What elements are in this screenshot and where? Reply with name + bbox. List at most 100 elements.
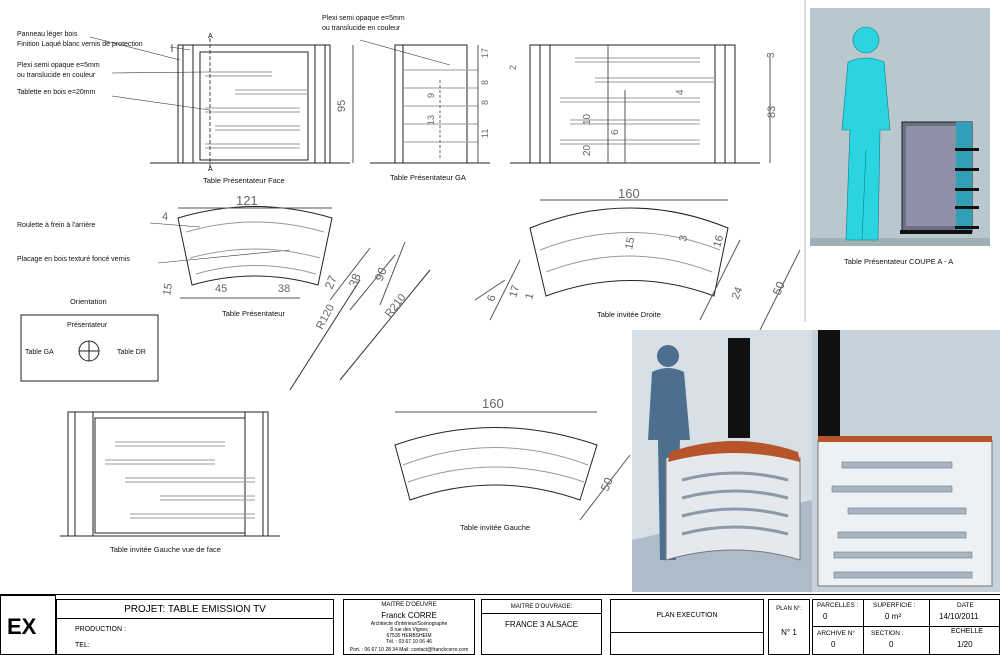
- dim-121: 121: [236, 193, 258, 208]
- section-mark-top: A: [208, 33, 213, 40]
- plan-no-cell: PLAN N°: N° 1: [768, 599, 810, 655]
- callout-leaders: [89, 36, 451, 264]
- dim-90: 90: [372, 265, 390, 283]
- superficie-label: SUPERFICIE :: [873, 602, 916, 609]
- maitre-oeuvre-tel: Tél. : 03 67 10 06 46: [386, 639, 432, 645]
- invitee-gauche-face-view: [60, 411, 280, 537]
- maitre-oeuvre-role: Architecte d'intérieur/Scénographe: [370, 621, 448, 627]
- dim-droite-6: 6: [485, 294, 498, 303]
- presentateur-face-view: [150, 38, 354, 170]
- orientation-presentateur: Présentateur: [67, 322, 108, 329]
- archive-value: 0: [831, 640, 836, 649]
- orientation-left: Table GA: [25, 349, 54, 356]
- maitre-oeuvre-addr1: 8 rue des Vignes: [390, 627, 428, 633]
- orientation-right: Table DR: [117, 349, 146, 356]
- view-label-coupe: Table Présentateur COUPE A - A: [844, 257, 953, 266]
- dim-ga-11: 11: [480, 129, 490, 138]
- dim-plan-15: 15: [161, 282, 175, 296]
- dim-83: 83: [766, 106, 778, 118]
- render-front: [812, 330, 1000, 592]
- orientation-title: Orientation: [70, 297, 107, 306]
- info-grid: PARCELLES : 0 SUPERFICIE : 0 m² DATE 14/…: [812, 599, 1000, 655]
- dim-38-b: 38: [346, 271, 364, 289]
- archive-label: ARCHIVE N°: [817, 630, 855, 637]
- invitee-gauche-plan-view: [394, 411, 631, 521]
- note-plexi-2: Plexi semi opaque e=5mm: [322, 15, 405, 22]
- note-roulette: Roulette à frein à l'arrière: [17, 222, 95, 229]
- section-label: SECTION :: [871, 630, 904, 637]
- dim-160-a: 160: [618, 186, 640, 201]
- dim-38-a: 38: [278, 283, 290, 295]
- parcelles-label: PARCELLES :: [817, 602, 859, 609]
- dim-r210: R210: [383, 292, 409, 320]
- dim-droite-16: 16: [711, 234, 726, 249]
- dim-droite-15: 15: [623, 236, 637, 250]
- dim-back-10: 10: [582, 113, 593, 125]
- dim-plan-4: 4: [162, 211, 168, 223]
- maitre-oeuvre-port: Port. : 06 67 10 28 34 Mail: contact@fra…: [349, 647, 469, 653]
- maitre-oeuvre-title: MAITRE D'OEUVRE: [381, 602, 437, 608]
- coupe-render: [804, 0, 990, 322]
- presentateur-back-view: [510, 44, 771, 164]
- presentateur-plan-view: [177, 206, 431, 391]
- note-panneau: Panneau léger bois: [17, 31, 78, 38]
- echelle-value: 1/20: [957, 640, 973, 649]
- dim-ga-9: 9: [426, 93, 436, 98]
- date-value: 14/10/2011: [939, 612, 979, 621]
- maitre-ouvrage-name: FRANCE 3 ALSACE: [505, 620, 578, 629]
- ex-cell: EX: [0, 595, 56, 655]
- plan-type: PLAN EXECUTION: [656, 612, 718, 619]
- maitre-oeuvre-name: Franck CORRE: [381, 611, 437, 620]
- dim-r120: R120: [314, 303, 337, 332]
- dim-ga-13: 13: [426, 115, 436, 125]
- dim-back-4: 4: [675, 89, 686, 95]
- dim-droite-3: 3: [677, 234, 690, 242]
- date-label: DATE: [957, 602, 974, 609]
- section-mark-bottom: A: [208, 166, 213, 173]
- production-label: PRODUCTION :: [75, 626, 126, 633]
- tel-label: TEL:: [75, 642, 90, 649]
- note-plexi-1: Plexi semi opaque e=5mm: [17, 62, 100, 69]
- view-label-face: Table Présentateur Face: [203, 176, 285, 185]
- dim-ga-8b: 8: [480, 100, 490, 105]
- dim-50-a: 50: [770, 279, 788, 297]
- plan-type-cell: PLAN EXECUTION: [610, 599, 764, 655]
- invitee-droite-plan-view: [474, 199, 801, 331]
- dim-droite-24: 24: [730, 285, 746, 301]
- dim-ga-2: 2: [508, 65, 518, 70]
- superficie-value: 0 m²: [885, 612, 901, 621]
- note-placage: Placage en bois texturé foncé vernis: [17, 256, 130, 263]
- projet-cell: PROJET: TABLE EMISSION TV PRODUCTION : T…: [56, 599, 334, 655]
- view-label-invitee-gauche-face: Table invitée Gauche vue de face: [110, 545, 221, 554]
- view-label-plan-presentateur: Table Présentateur: [222, 309, 285, 318]
- view-label-invitee-gauche: Table invitée Gauche: [460, 523, 530, 532]
- ex-label: EX: [7, 614, 37, 639]
- parcelles-value: 0: [823, 612, 828, 621]
- section-value: 0: [889, 640, 894, 649]
- human-silhouette: [841, 26, 891, 241]
- note-plexi-2b: ou translucide en couleur: [322, 25, 401, 32]
- dim-droite-1: 1: [523, 292, 536, 301]
- title-block: EX PROJET: TABLE EMISSION TV PRODUCTION …: [0, 594, 1000, 655]
- dim-45: 45: [215, 283, 227, 295]
- maitre-ouvrage-title: MAITRE D'OUVRAGE:: [510, 604, 573, 610]
- echelle-label: ECHELLE: [951, 628, 983, 635]
- dim-ga-17: 17: [480, 48, 490, 58]
- note-finition: Finition Laqué blanc vernis de protectio…: [17, 41, 143, 48]
- dim-160-b: 160: [482, 396, 504, 411]
- dim-back-6: 6: [610, 129, 621, 135]
- maitre-oeuvre-addr2: 67530 HERBSHEIM: [386, 633, 432, 639]
- view-label-ga: Table Présentateur GA: [390, 173, 466, 182]
- note-tablette: Tablette en bois e=20mm: [17, 89, 96, 96]
- plan-no: N° 1: [781, 628, 797, 637]
- note-plexi-1b: ou translucide en couleur: [17, 72, 96, 79]
- render-perspective: [632, 330, 812, 592]
- plan-no-label: PLAN N°:: [776, 606, 802, 612]
- dim-95: 95: [336, 100, 348, 112]
- dim-ga-8a: 8: [480, 80, 490, 85]
- dim-27: 27: [322, 273, 340, 291]
- dim-back-3: 3: [766, 52, 777, 58]
- projet-title: PROJET: TABLE EMISSION TV: [124, 604, 266, 615]
- orientation-diagram: [20, 314, 159, 382]
